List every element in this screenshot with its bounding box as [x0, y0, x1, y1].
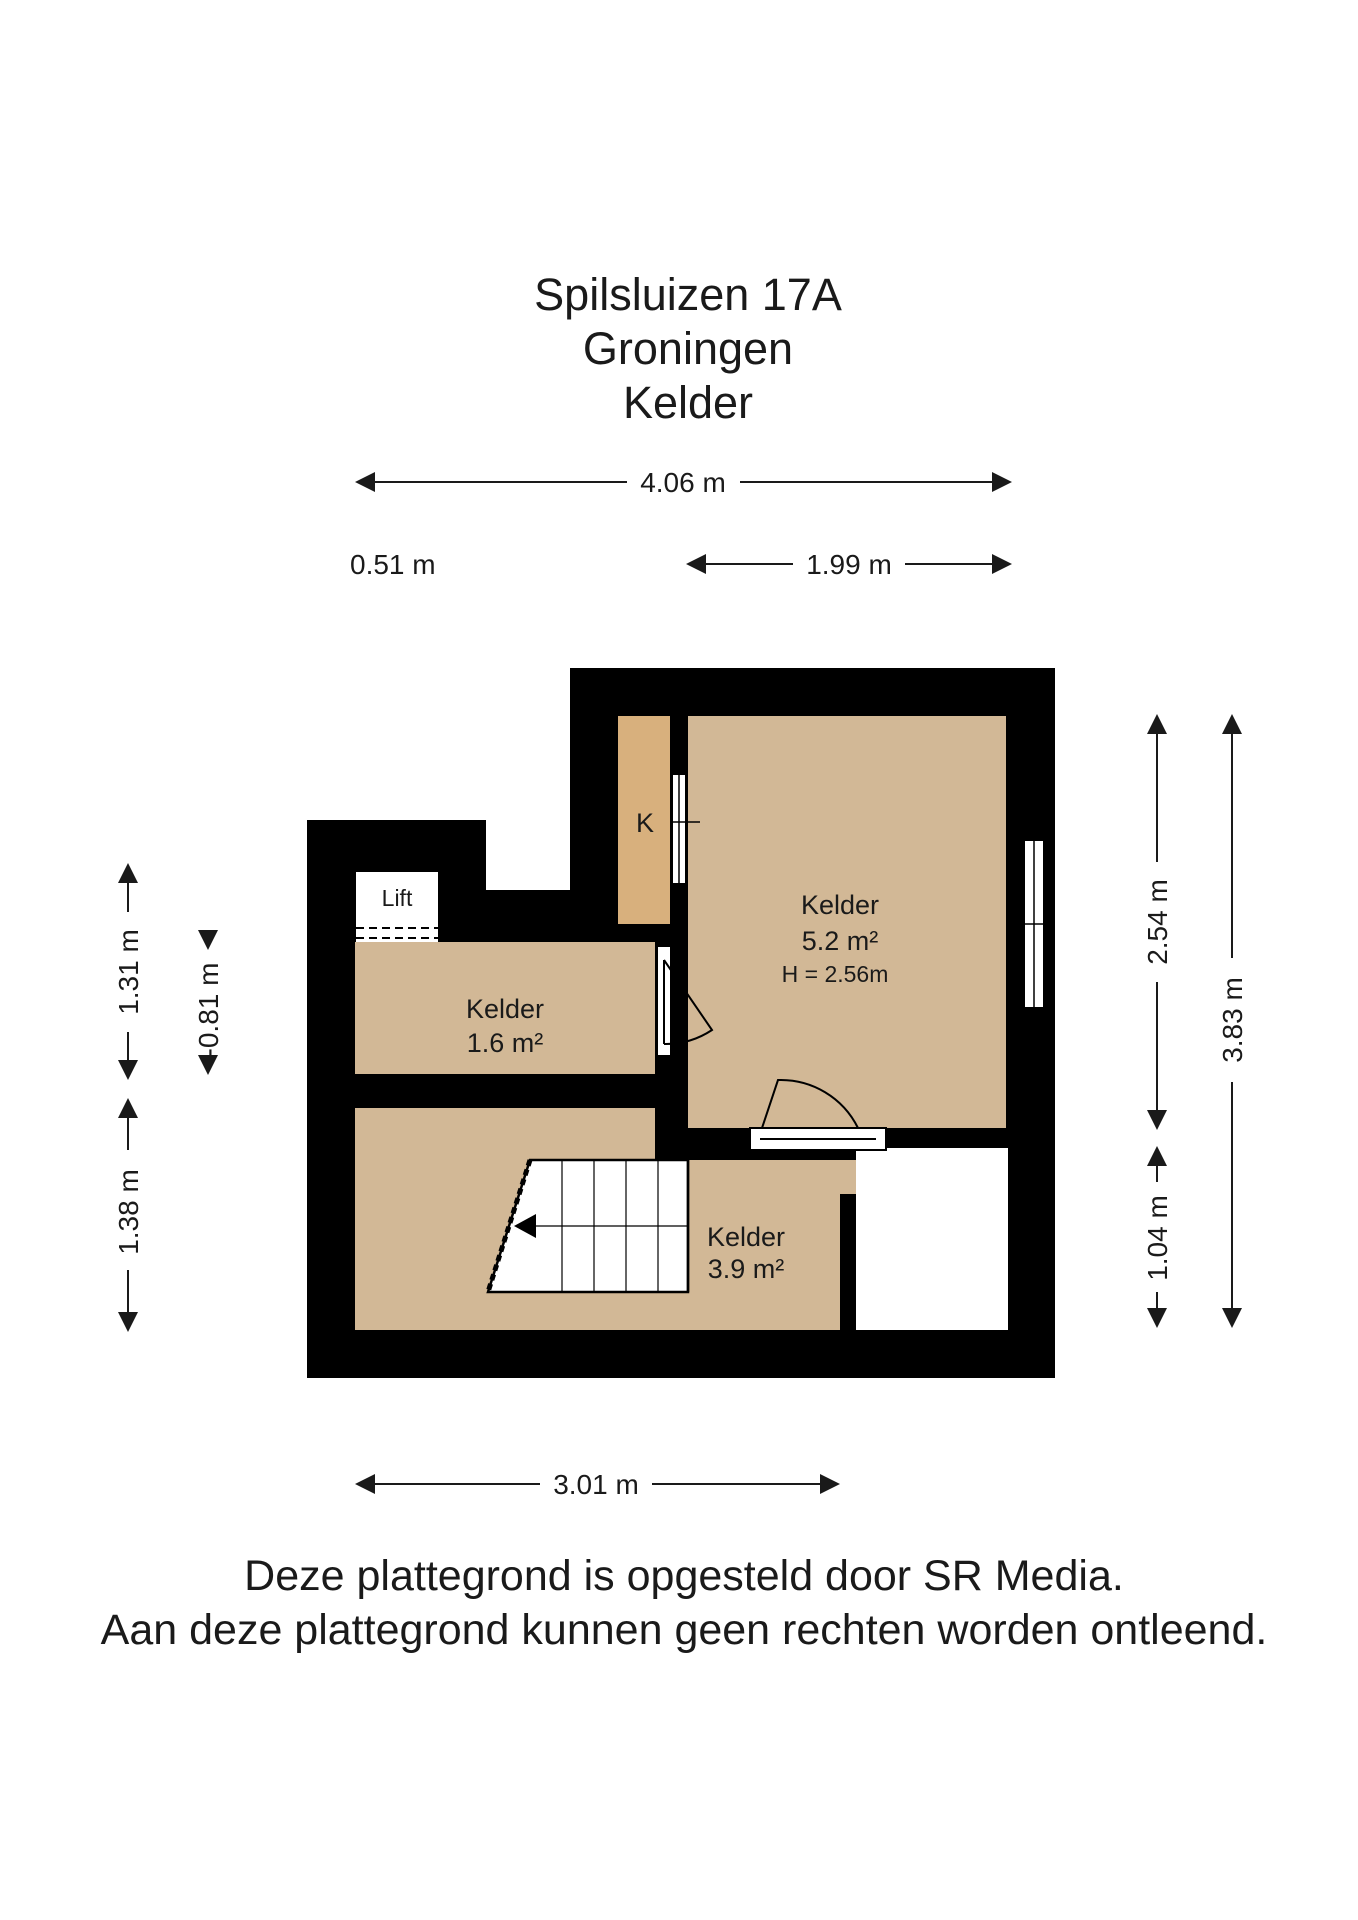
room-lower-name: Kelder	[707, 1222, 785, 1252]
footer-line-2: Aan deze plattegrond kunnen geen rechten…	[101, 1606, 1268, 1654]
dimension-label: 1.99 m	[806, 549, 892, 580]
dimension-top-total: 4.06 m	[355, 467, 1012, 498]
dimension-label: 4.06 m	[640, 467, 726, 498]
staircase	[485, 1158, 690, 1294]
closet-floor	[618, 716, 670, 924]
window-closet	[671, 773, 700, 885]
lift-label: Lift	[382, 885, 413, 911]
window-right	[1023, 839, 1045, 1009]
void-area-notch	[856, 1148, 902, 1210]
dimension-label: 1.38 m	[113, 1169, 144, 1255]
dimension-label: 1.31 m	[113, 929, 144, 1015]
dimension-label: 3.01 m	[553, 1469, 639, 1500]
room-main-height: H = 2.56m	[782, 961, 889, 987]
dimension-top-right: 1.99 m	[686, 549, 1012, 580]
stair-direction-arrow-icon	[514, 1214, 536, 1238]
room-middle-area: 1.6 m²	[467, 1028, 544, 1058]
door-main-bottom	[749, 1078, 887, 1151]
dimension-label: 3.83 m	[1217, 977, 1248, 1063]
footer-line-1: Deze plattegrond is opgesteld door SR Me…	[244, 1552, 1124, 1600]
door-middle	[656, 945, 714, 1057]
dimension-label: -0.81 m	[193, 963, 224, 1058]
dimension-top-left: 0.51 m	[350, 549, 436, 580]
dimension-right-upper: 2.54 m	[1142, 714, 1173, 1130]
room-main-name: Kelder	[801, 890, 879, 920]
dimension-right-total: 3.83 m	[1217, 714, 1248, 1328]
title-city: Groningen	[583, 323, 793, 374]
room-middle-floor	[355, 942, 655, 1074]
closet-label: K	[636, 808, 654, 838]
room-lower-area: 3.9 m²	[708, 1254, 785, 1284]
room-main-area: 5.2 m²	[802, 926, 879, 956]
dimension-label: 2.54 m	[1142, 879, 1173, 965]
lift-box	[356, 872, 438, 942]
void-area	[856, 1148, 1008, 1330]
title-floor: Kelder	[623, 377, 753, 428]
room-middle-name: Kelder	[466, 994, 544, 1024]
dimension-bottom: 3.01 m	[355, 1469, 840, 1500]
title-address: Spilsluizen 17A	[534, 269, 842, 320]
dimension-left-lower: 1.38 m	[113, 1098, 144, 1332]
dimension-right-lower: 1.04 m	[1142, 1146, 1173, 1328]
room-main-floor	[688, 716, 1006, 1128]
dimension-left-upper: 1.31 m	[113, 863, 144, 1080]
dimension-label: 1.04 m	[1142, 1195, 1173, 1281]
floor-plan: Kelder 5.2 m² H = 2.56m Kelder 1.6 m² Ke…	[307, 668, 1055, 1378]
dimension-left-inner: -0.81 m	[193, 930, 224, 1075]
